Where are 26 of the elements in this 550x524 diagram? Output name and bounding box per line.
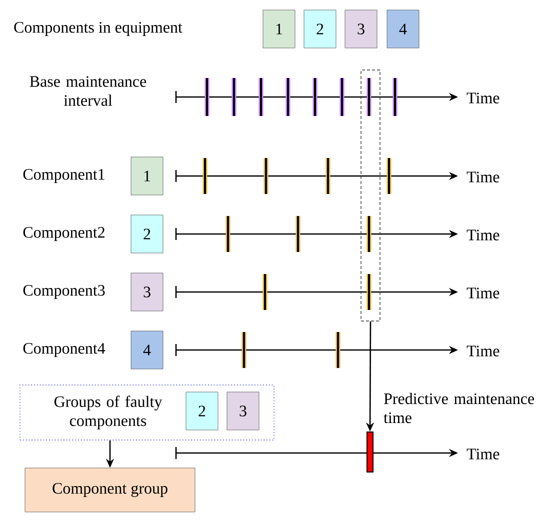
row-label: Base maintenance interval	[30, 76, 146, 106]
component-group-box: Component group	[24, 468, 196, 512]
component-box: 3	[226, 392, 260, 430]
row-label: Component4	[23, 343, 106, 357]
component-box: 3	[344, 10, 378, 48]
axis-label: Time	[466, 288, 500, 298]
axis-label: Time	[466, 92, 500, 104]
annotation-text: Predictive maintenance time	[384, 392, 534, 424]
axis-label: Time	[466, 448, 500, 460]
dashed-box	[360, 70, 380, 322]
row-label: Component3	[23, 285, 105, 299]
row-label: Component1	[23, 169, 104, 183]
component-box: 2	[304, 10, 336, 48]
axis-label: Time	[466, 172, 500, 182]
axis-label: Time	[466, 346, 500, 356]
component-box: 2	[186, 392, 218, 430]
component-box: 1	[262, 10, 296, 48]
axis-label: Time	[466, 230, 500, 240]
row-label: Component2	[23, 227, 104, 241]
component-box: 4	[386, 10, 420, 48]
component-box: 1	[130, 156, 164, 196]
component-box: 3	[130, 272, 164, 312]
heading-text: Components in equipment	[14, 22, 182, 36]
maintenance-mark	[366, 432, 374, 472]
component-box: 2	[130, 214, 164, 254]
component-box: 4	[130, 330, 164, 370]
